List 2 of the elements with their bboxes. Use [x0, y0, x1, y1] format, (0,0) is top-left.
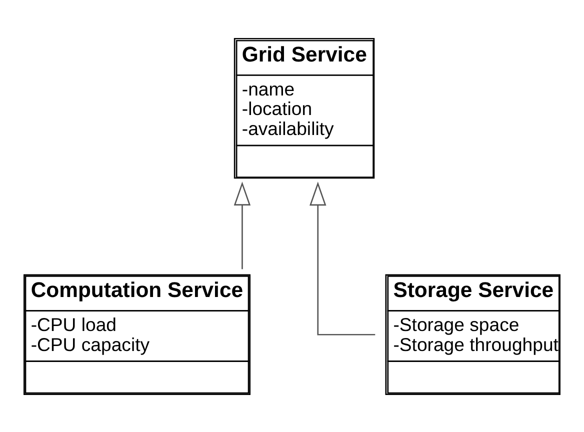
arrow — [234, 181, 251, 269]
arrow — [310, 181, 376, 335]
